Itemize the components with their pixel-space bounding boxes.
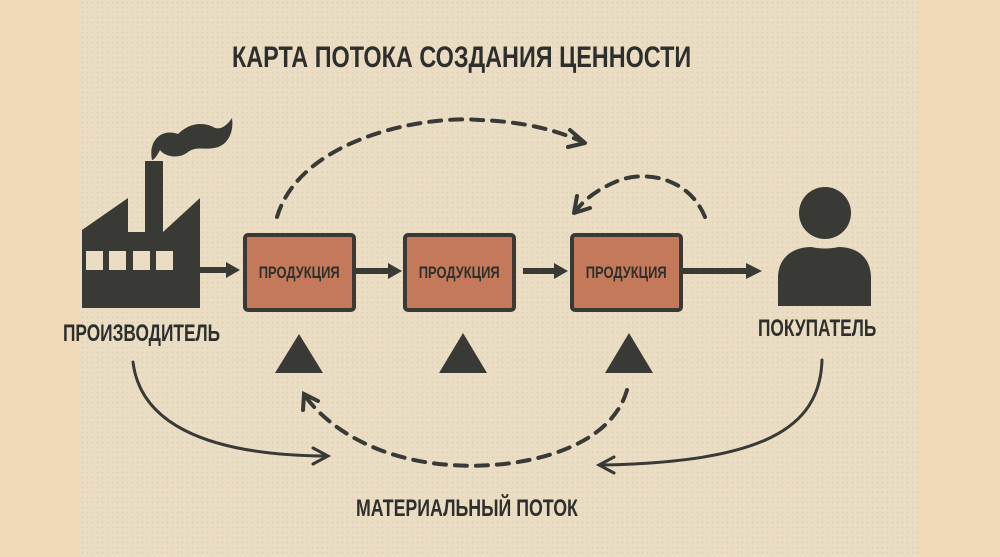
material-curve-left [131,360,327,458]
customer-label: ПОКУПАТЕЛЬ [758,315,877,342]
process-box-2: ПРОДУКЦИЯ [403,233,516,312]
page-title: КАРТА ПОТОКА СОЗДАНИЯ ЦЕННОСТИ [232,41,692,74]
material-curve-right [600,358,824,467]
dashed-curve-bottom-arrowhead [301,390,320,412]
person-icon [778,187,871,306]
material-curve-right-arrowhead [595,455,616,475]
dashed-arc-top-large [275,117,585,219]
inventory-triangle [605,333,653,373]
inventory-triangle [439,333,487,373]
producer-label: ПРОИЗВОДИТЕЛЬ [63,320,221,347]
material-curve-left-arrowhead [311,446,332,466]
inventory-triangle [275,334,323,373]
process-box-label: ПРОДУКЦИЯ [419,262,500,282]
factory-icon [82,118,233,308]
process-box-1: ПРОДУКЦИЯ [243,233,356,312]
dashed-arc-top-small [573,174,707,219]
process-box-label: ПРОДУКЦИЯ [259,262,340,282]
dashed-arc-arrowhead [566,128,587,149]
material-flow-label: МАТЕРИАЛЬНЫЙ ПОТОК [356,495,578,522]
dashed-arc-small-arrowhead [572,194,592,215]
flow-arrows [200,262,762,279]
process-box-3: ПРОДУКЦИЯ [570,233,683,312]
process-box-label: ПРОДУКЦИЯ [586,262,667,282]
dashed-curve-bottom [303,388,629,468]
